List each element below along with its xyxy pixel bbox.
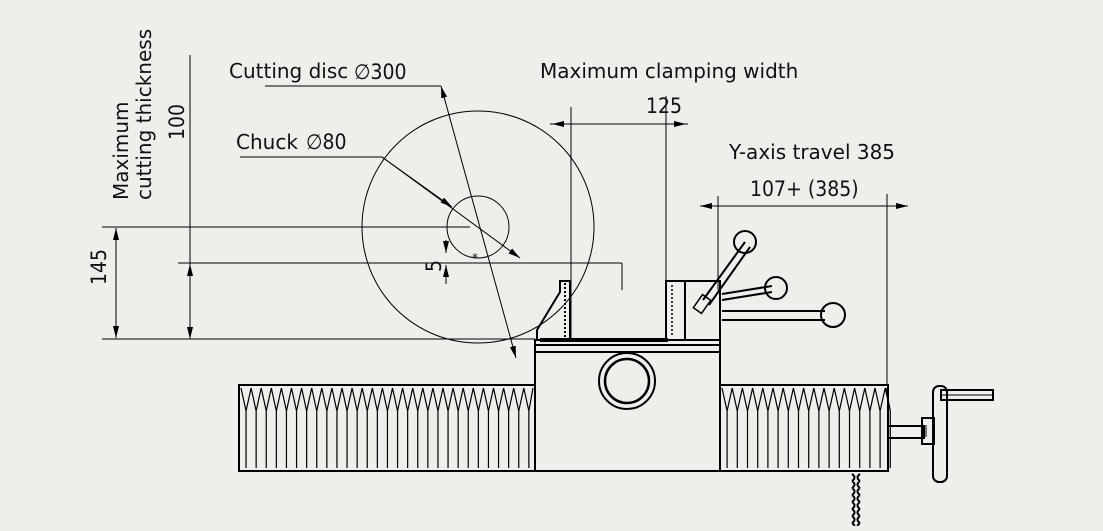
clamping-width-label: Maximum clamping width: [540, 59, 798, 83]
thickness-label-line1: Maximum: [109, 101, 133, 200]
right-clamp-jaw: [665, 280, 721, 341]
cutting-disc-label: Cutting disc: [229, 59, 348, 83]
y-axis-dimension: [700, 194, 908, 385]
chuck-label: Chuck: [236, 130, 298, 154]
carriage: [534, 338, 721, 472]
thickness-label: Maximum: [109, 101, 133, 200]
cutting-disc-diameter: ∅300: [354, 60, 407, 84]
left-bellows: [238, 384, 536, 472]
height-dimension: [102, 226, 535, 340]
chuck-diameter: ∅80: [306, 130, 347, 154]
cutting-disc-leader: [265, 85, 517, 359]
thickness-label-2: cutting thickness: [132, 29, 156, 200]
thickness-value: 100: [165, 104, 189, 140]
chuck-leader: [240, 156, 521, 259]
offset-value: 5: [422, 260, 446, 272]
drive-chain: [851, 473, 861, 531]
handwheel: [887, 385, 994, 483]
y-axis-travel-value: 107+ (385): [750, 177, 859, 201]
clamping-width-value: 125: [646, 94, 682, 118]
height-value: 145: [87, 249, 111, 285]
y-axis-travel-label: Y-axis travel 385: [728, 140, 895, 164]
thickness-label-line2: cutting thickness: [132, 29, 156, 200]
right-bellows: [719, 384, 891, 472]
thickness-dimension: [178, 55, 623, 339]
left-clamp-jaw: [536, 280, 571, 341]
clamp-levers: [692, 230, 846, 328]
chuck: *: [446, 195, 510, 265]
